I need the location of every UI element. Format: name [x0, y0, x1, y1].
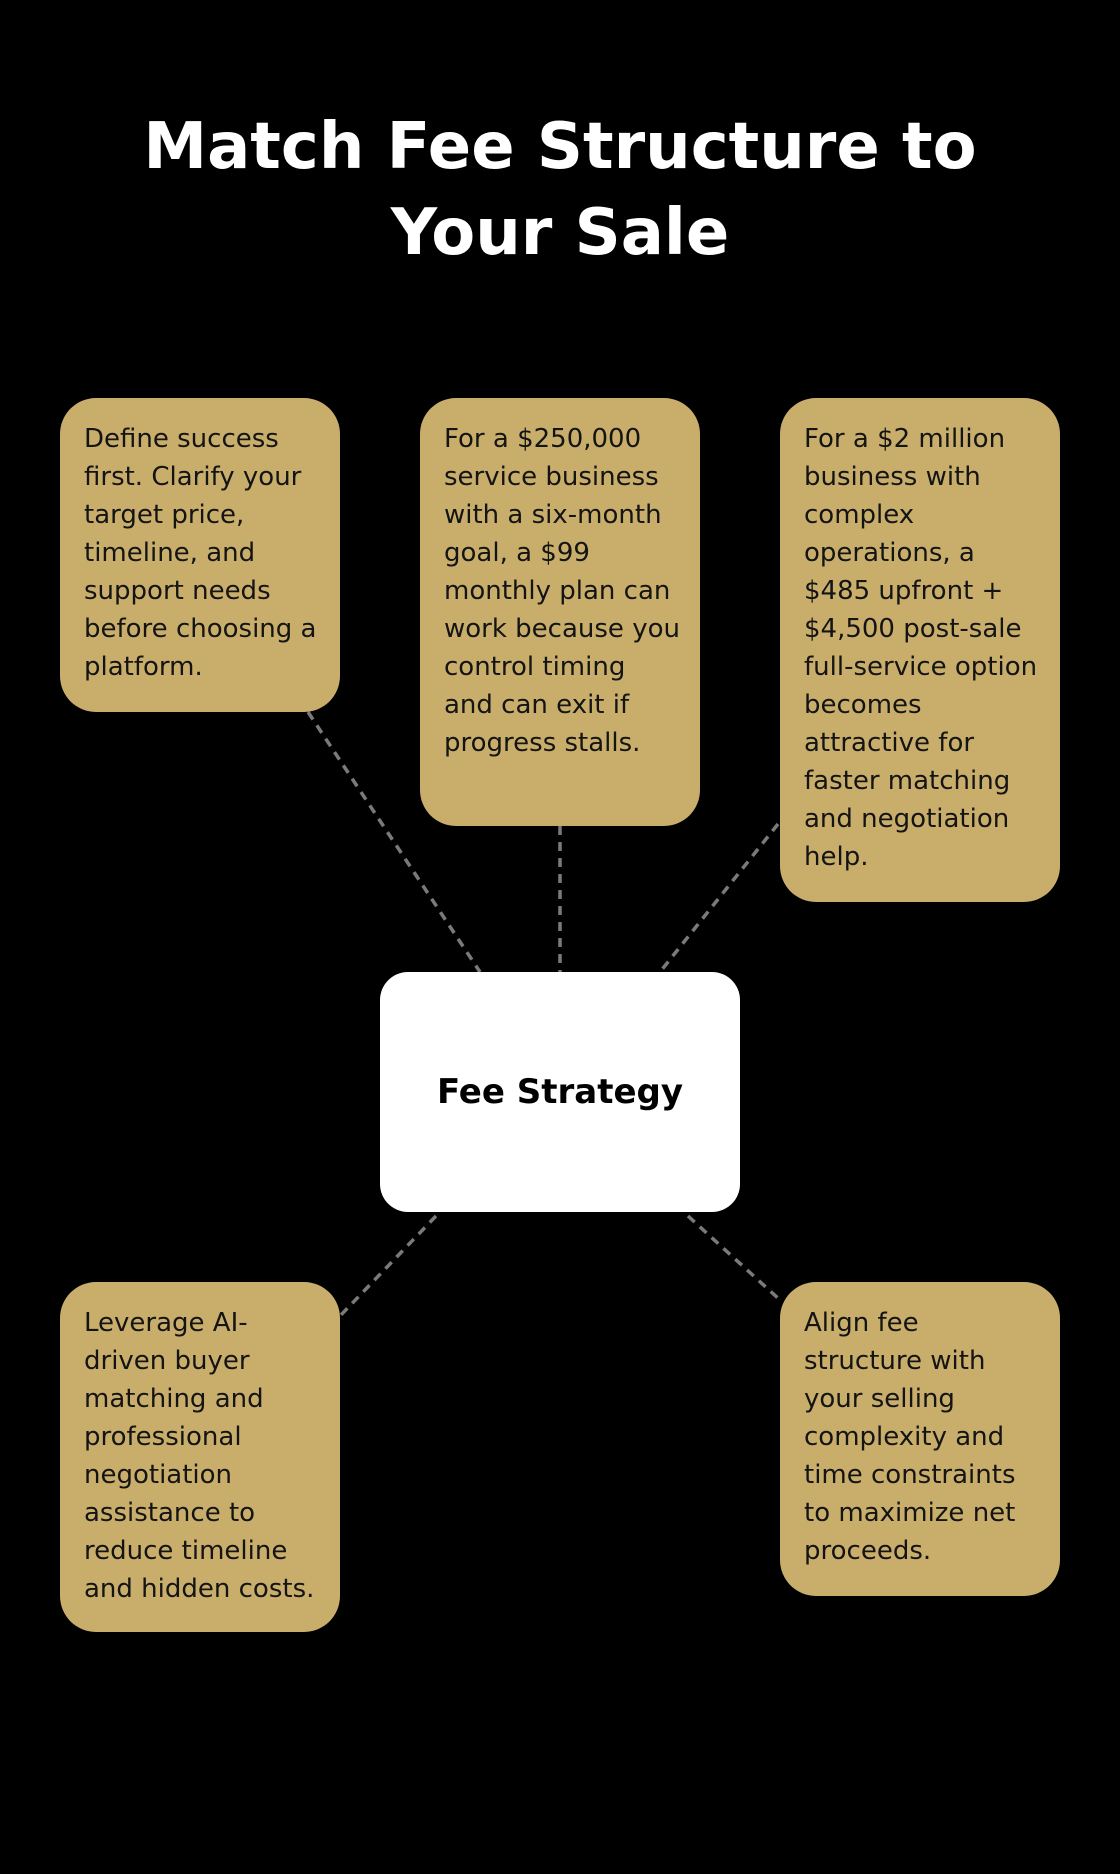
card-align-fees-text: Align fee structure with your selling co…: [804, 1308, 1016, 1566]
card-full-service: For a $2 million business with complex o…: [780, 398, 1060, 902]
card-full-service-text: For a $2 million business with complex o…: [804, 424, 1038, 872]
card-monthly-plan: For a $250,000 service business with a s…: [420, 398, 700, 826]
card-monthly-plan-text: For a $250,000 service business with a s…: [444, 424, 680, 758]
connector-top-left: [306, 711, 482, 973]
card-ai-matching-text: Leverage AI-driven buyer matching and pr…: [84, 1308, 315, 1604]
center-label: Fee Strategy: [436, 1072, 684, 1112]
connector-bottom-right: [686, 1214, 782, 1302]
connector-bottom-left: [338, 1214, 438, 1318]
card-align-fees: Align fee structure with your selling co…: [780, 1282, 1060, 1596]
diagram-title: Match Fee Structure to Your Sale: [143, 110, 977, 270]
connector-top-right: [658, 822, 780, 974]
card-define-success: Define success first. Clarify your targe…: [60, 398, 340, 712]
center-node: Fee Strategy: [380, 972, 740, 1212]
card-define-success-text: Define success first. Clarify your targe…: [84, 424, 317, 682]
card-ai-matching: Leverage AI-driven buyer matching and pr…: [60, 1282, 340, 1632]
